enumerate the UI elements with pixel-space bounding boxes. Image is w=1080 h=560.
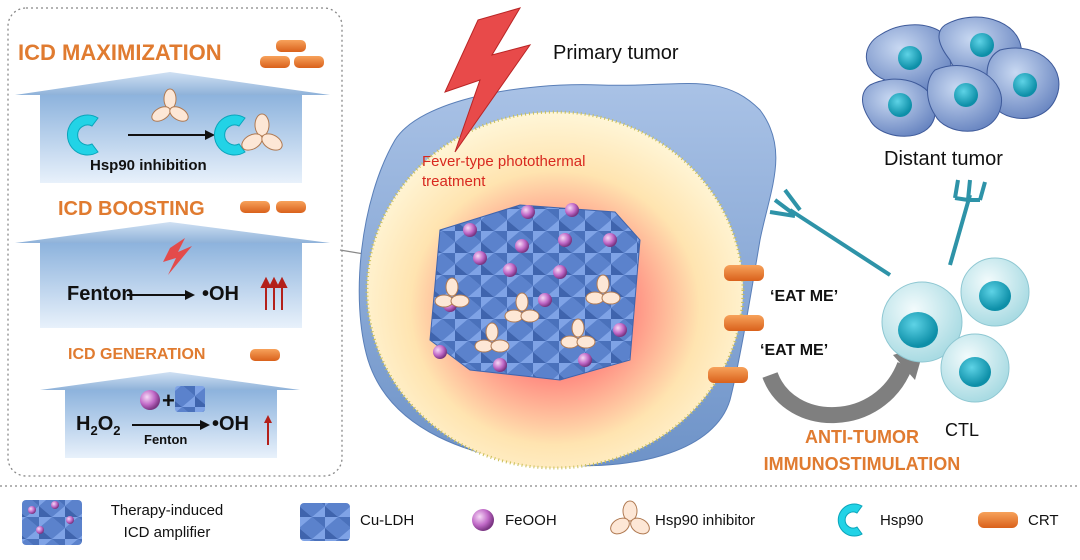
legend-hsp90-inhibitor-icon — [610, 500, 650, 535]
legend-amplifier-label: Therapy-induced ICD amplifier — [110, 502, 224, 541]
small-lightning-icon — [163, 238, 192, 275]
oh-product-label: •OH — [202, 283, 240, 305]
hsp90-icon — [67, 114, 99, 156]
legend-culdh-icon — [300, 503, 350, 541]
h2o2-formula: H2O2 — [76, 413, 121, 438]
eat-me-label-1: ‘EAT ME’ — [770, 288, 839, 305]
icd-boosting-title: ICD BOOSTING — [58, 198, 205, 220]
crt-surface-3 — [708, 367, 748, 383]
crt-pair-boosting — [240, 201, 306, 213]
crt-surface-1 — [724, 265, 764, 281]
plus-sign: + — [162, 388, 175, 413]
icd-generation-title: ICD GENERATION — [68, 346, 206, 363]
primary-tumor-label: Primary tumor — [553, 42, 679, 64]
legend-feooh-icon — [472, 509, 494, 531]
legend-culdh-label: Cu-LDH — [360, 512, 415, 529]
legend-feooh-label: FeOOH — [505, 512, 557, 529]
curved-arrow — [762, 361, 913, 424]
icd-amplifier-particle — [429, 203, 641, 381]
eat-me-label-2: ‘EAT ME’ — [760, 342, 829, 359]
boosting-house — [15, 222, 330, 328]
ldh-small-icon — [175, 386, 205, 412]
crt-stack-maximization — [260, 40, 324, 68]
fenton-label: Fenton — [67, 283, 134, 305]
legend-hsp90-label: Hsp90 — [880, 512, 924, 529]
hsp90-inhibitor-bound-icon — [241, 113, 283, 151]
legend-hsp90-inhibitor-label: Hsp90 inhibitor — [655, 512, 756, 529]
hsp90-bound-icon — [214, 114, 246, 156]
legend-hsp90-icon — [837, 503, 863, 537]
anti-tumor-label: ANTI-TUMOR IMMUNOSTIMULATION — [763, 427, 961, 474]
fenton-arrow-label: Fenton — [144, 432, 188, 447]
crt-surface-2 — [724, 315, 764, 331]
icd-maximization-title: ICD MAXIMIZATION — [18, 40, 222, 65]
feooh-small-icon — [140, 390, 160, 410]
hsp90-inhibition-caption: Hsp90 inhibition — [90, 157, 207, 174]
trident-left-icon — [769, 188, 892, 277]
trident-right-icon — [948, 179, 987, 266]
crt-single-generation — [250, 349, 280, 361]
distant-tumor-label: Distant tumor — [884, 148, 1003, 170]
oh-generation-label: •OH — [212, 413, 250, 435]
legend-crt-label: CRT — [1028, 512, 1059, 529]
left-panel-border — [7, 7, 343, 477]
legend-crt-icon — [978, 512, 1018, 528]
laser-lightning-icon — [444, 7, 532, 153]
red-up-arrows — [260, 276, 288, 310]
hsp90-inhibitor-icon — [151, 88, 189, 122]
distant-tumor-cells — [862, 16, 1060, 137]
fever-treatment-label: Fever-type photothermal treatment — [422, 153, 586, 190]
ctl-label: CTL — [945, 420, 980, 440]
legend-amplifier-icon — [22, 500, 82, 545]
ctl-cells — [881, 257, 1030, 403]
